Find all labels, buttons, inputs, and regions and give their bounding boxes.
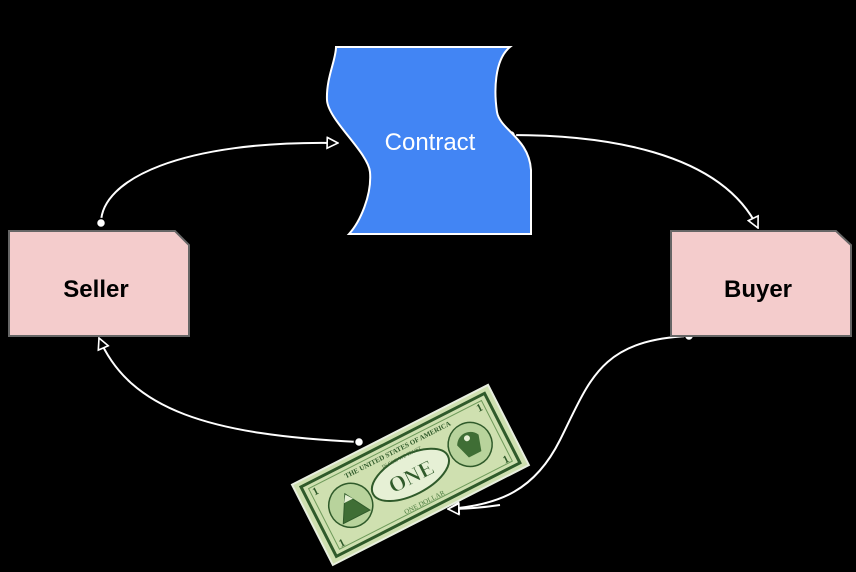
contract-label: Contract [385, 129, 476, 156]
dollar-bill-numeral-tl: 1 [311, 485, 321, 498]
seller-label: Seller [63, 276, 128, 303]
buyer-node[interactable]: Buyer [670, 230, 852, 337]
dollar-bill-numeral-tr: 1 [475, 402, 485, 415]
contract-node[interactable]: Contract [325, 46, 532, 235]
dollar-bill-center-oval [370, 447, 450, 502]
dollar-bill-border [298, 391, 522, 559]
buyer-label: Buyer [724, 276, 792, 303]
connector-buyer-to-dollar[interactable] [448, 336, 689, 509]
contract-shape [325, 46, 532, 235]
dollar-bill-numeral-br: 1 [501, 453, 511, 466]
seller-node[interactable]: Seller [8, 230, 190, 337]
dollar-bill-numeral-bl: 1 [337, 537, 347, 550]
connector-contract-to-buyer[interactable] [511, 135, 758, 228]
dollar-bill[interactable]: ONE THE UNITED STATES OF AMERICA IN GOD … [290, 383, 531, 567]
buyer-shape [670, 230, 852, 337]
connector-dollar-to-seller[interactable] [99, 338, 359, 442]
seller-shape [8, 230, 190, 337]
connector-dollar-to-seller-start [353, 436, 365, 448]
connector-seller-to-contract[interactable] [101, 143, 338, 223]
connector-buyer-to-dollar-head [448, 505, 501, 509]
